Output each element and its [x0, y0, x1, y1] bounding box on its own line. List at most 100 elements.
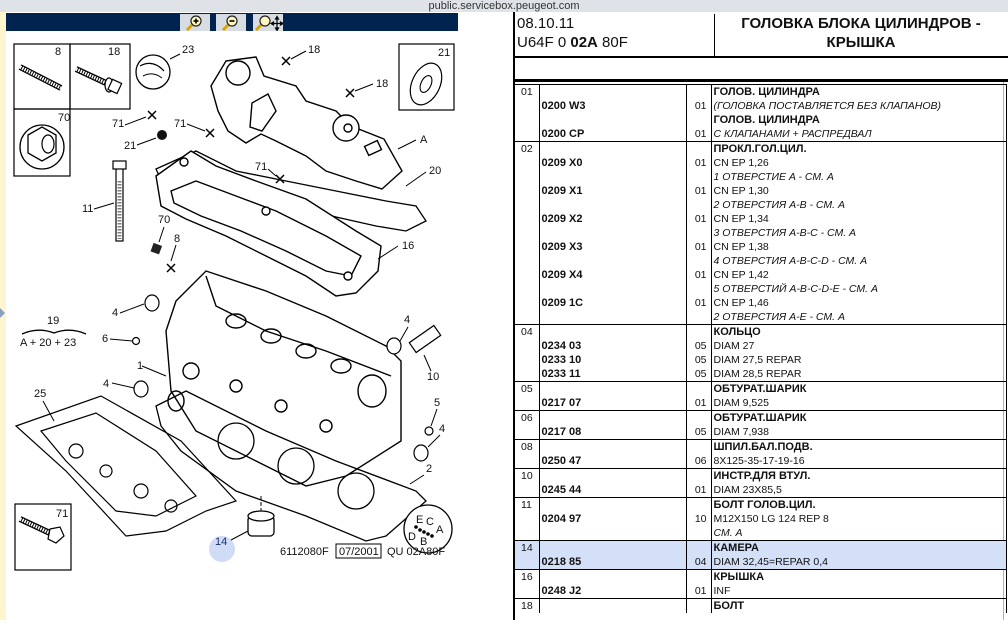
part-spec: DIAM 27	[713, 340, 755, 352]
inset-label-21: 21	[438, 47, 450, 59]
part-numbers: 0234 03 0233 10 0233 11	[539, 324, 687, 382]
svg-text:10: 10	[427, 371, 439, 383]
part-number[interactable]: 0218 85	[541, 556, 582, 568]
quantities: 05	[686, 410, 712, 440]
part-number[interactable]: 0233 10	[541, 354, 582, 366]
descriptions: ОБТУРАТ.ШАРИК DIAM 7,938	[711, 410, 1007, 440]
part-number[interactable]: 0217 07	[541, 397, 582, 409]
part-numbers: 0204 97	[539, 497, 687, 541]
svg-text:71: 71	[255, 161, 267, 173]
highlight-marker[interactable]	[209, 536, 235, 562]
part-number[interactable]: 0217 08	[541, 426, 582, 438]
svg-text:20: 20	[429, 165, 441, 177]
quantity: 01	[694, 213, 707, 225]
header-spacer	[515, 58, 1008, 82]
part-number[interactable]: 0200 CP	[541, 128, 585, 140]
descriptions: ИНСТР.ДЛЯ ВТУЛ.DIAM 23X85,5	[711, 468, 1007, 498]
part-number[interactable]: 0204 97	[541, 513, 582, 525]
diagram-toolbar	[6, 13, 458, 31]
part-name: ОБТУРАТ.ШАРИК	[713, 412, 807, 424]
part-name: ПРОКЛ.ГОЛ.ЦИЛ.	[713, 143, 807, 155]
quantities	[686, 598, 712, 613]
part-number[interactable]: 0209 X1	[541, 185, 583, 197]
part-spec: DIAM 7,938	[713, 426, 769, 438]
part-spec: DIAM 32,45=REPAR 0,4	[713, 556, 829, 568]
part-numbers: 0209 X0 0209 X1 0209 X2 0209 X3 0209 X4 0209 …	[539, 141, 687, 325]
expand-panel-arrow-icon[interactable]	[0, 308, 5, 318]
zoom-in-button[interactable]	[180, 14, 210, 31]
cylinder-head	[165, 270, 402, 487]
part-spec: 1 ОТВЕРСТИЕ A - СМ. A	[713, 171, 834, 183]
parts-sheet: 08.10.11 U64F 0 02A 80F ГОЛОВКА БЛОКА ЦИ…	[513, 12, 1008, 620]
footer-ref: 6112080F	[280, 546, 329, 558]
part-spec: DIAM 9,525	[713, 397, 769, 409]
inset-box-nut: 70	[13, 108, 71, 177]
quantity: 01	[694, 269, 707, 281]
inset-box-screw: 71	[14, 503, 72, 571]
part-numbers: 0217 07	[539, 381, 687, 411]
part-number[interactable]: 0233 11	[541, 368, 581, 380]
part-name: БОЛТ ГОЛОВ.ЦИЛ.	[713, 499, 816, 511]
part-number[interactable]: 0209 X0	[541, 157, 583, 169]
svg-text:B: B	[420, 536, 427, 548]
part-number[interactable]: 0200 W3	[541, 100, 586, 112]
part-numbers: 0245 44	[539, 468, 687, 498]
part-number[interactable]: 0209 X4	[541, 269, 583, 281]
part-spec: CN EP 1,38	[713, 241, 769, 253]
part-number[interactable]: 0234 03	[541, 340, 582, 352]
part-number[interactable]: 0248 J2	[541, 585, 582, 597]
part-number[interactable]	[542, 599, 686, 613]
part-spec: CN EP 1,46	[713, 297, 769, 309]
ref-number: 06	[515, 410, 540, 440]
svg-text:C: C	[426, 516, 434, 528]
part-numbers: 0248 J2	[539, 569, 687, 599]
part-number[interactable]: 0209 X2	[541, 213, 583, 225]
svg-text:70: 70	[158, 214, 170, 226]
quantity: 01	[694, 185, 707, 197]
part-number[interactable]: 0245 44	[541, 484, 582, 496]
quantity: 01	[694, 297, 707, 309]
inset-label-71: 71	[56, 508, 68, 520]
svg-text:6: 6	[102, 333, 108, 345]
washer-icon	[409, 62, 443, 106]
quantities: 01	[686, 381, 712, 411]
zoom-pan-button[interactable]	[253, 14, 283, 31]
part-name: КОЛЬЦО	[713, 326, 761, 338]
part-numbers: 0218 85	[539, 540, 687, 570]
part-number[interactable]	[542, 325, 686, 339]
sheet-reference: 08.10.11 U64F 0 02A 80F	[517, 14, 715, 56]
oil-filler-cap: 23	[135, 44, 194, 90]
svg-text:A: A	[420, 134, 428, 146]
svg-text:2: 2	[426, 463, 432, 475]
quantity: 01	[694, 128, 707, 140]
magnifier-plus-icon	[185, 14, 202, 31]
gasket-set	[14, 395, 238, 537]
part-name: БОЛТ	[713, 600, 745, 612]
quantities: 06	[686, 439, 712, 469]
svg-text:16: 16	[402, 240, 414, 252]
exploded-parts-diagram[interactable]: 8 18 70 21 71 19 A + 20 + 23	[6, 31, 500, 620]
zoom-out-button[interactable]	[216, 14, 246, 31]
stud-icon	[18, 64, 63, 91]
svg-text:4: 4	[404, 314, 410, 326]
part-spec: M12X150 LG 124 REP 8	[713, 513, 829, 525]
part-number[interactable]: 0209 X3	[541, 241, 583, 253]
svg-text:A: A	[436, 524, 444, 536]
svg-text:71: 71	[112, 118, 124, 130]
part-number[interactable]: 0209 1C	[541, 297, 584, 309]
ref-number: 01	[515, 84, 540, 142]
part-number[interactable]: 0250 47	[541, 455, 582, 467]
